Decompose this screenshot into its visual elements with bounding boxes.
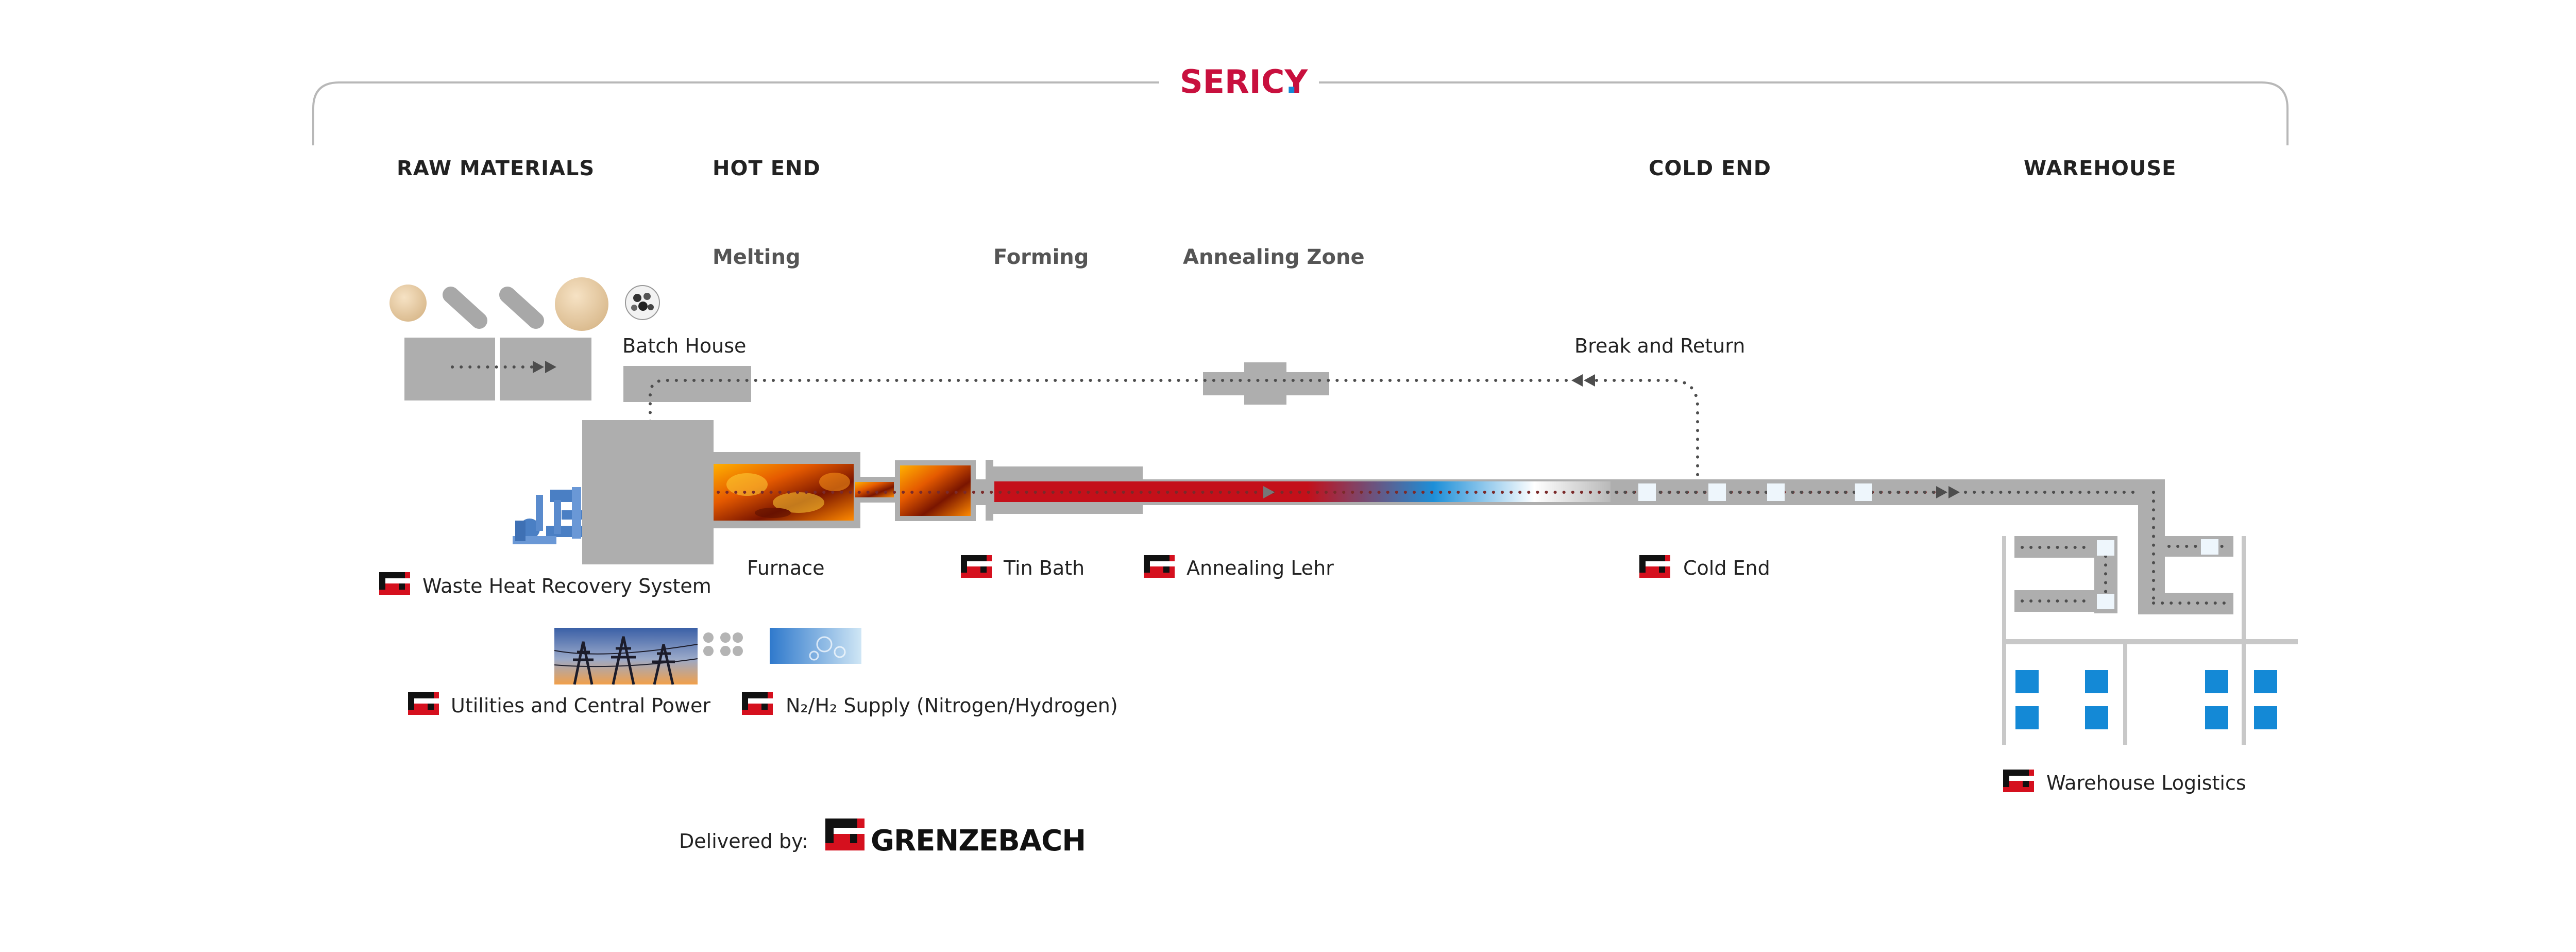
section-hot-end: HOT END bbox=[713, 157, 821, 180]
stage-melting: Melting bbox=[713, 245, 801, 269]
power-lines-icon bbox=[554, 628, 698, 685]
section-warehouse: WAREHOUSE bbox=[2024, 157, 2177, 180]
label-cold-end: Cold End bbox=[1683, 557, 1770, 579]
warehouse-plate-1 bbox=[2097, 540, 2114, 556]
gas-supply-icon bbox=[770, 628, 861, 664]
brand-dot: . bbox=[1285, 63, 1298, 101]
label-n2h2: N₂/H₂ Supply (Nitrogen/Hydrogen) bbox=[786, 694, 1118, 717]
brand-name: SERICY bbox=[1180, 63, 1308, 101]
flame-texture bbox=[726, 473, 850, 518]
label-furnace: Furnace bbox=[747, 557, 824, 579]
section-cold-end: COLD END bbox=[1649, 157, 1771, 180]
stage-annealing-zone: Annealing Zone bbox=[1183, 245, 1365, 269]
label-annealing-lehr: Annealing Lehr bbox=[1187, 557, 1334, 579]
grenzebach-logo-icon bbox=[1639, 555, 1670, 578]
grenzebach-logo-icon bbox=[1144, 555, 1175, 578]
company-name: GRENZEBACH bbox=[871, 824, 1086, 858]
annealing-upper-block bbox=[1244, 362, 1286, 405]
warehouse-storage bbox=[2002, 536, 2298, 745]
batch-house-conveyor bbox=[623, 366, 751, 402]
label-utilities: Utilities and Central Power bbox=[451, 694, 710, 717]
refiner-flame bbox=[900, 465, 971, 516]
grenzebach-logo-icon bbox=[742, 692, 773, 715]
warehouse-plate-3 bbox=[2201, 539, 2218, 555]
grenzebach-brand-logo: GRENZEBACH bbox=[825, 819, 1086, 858]
return-line-riser bbox=[1585, 379, 1699, 494]
label-batch-house: Batch House bbox=[622, 335, 746, 357]
section-raw-materials: RAW MATERIALS bbox=[397, 157, 595, 180]
label-warehouse-logistics: Warehouse Logistics bbox=[2046, 772, 2246, 794]
grenzebach-logo-icon bbox=[961, 555, 992, 578]
grenzebach-logo-icon bbox=[379, 572, 410, 595]
label-waste-heat: Waste Heat Recovery System bbox=[422, 575, 711, 597]
heat-recovery-icon bbox=[513, 487, 587, 544]
label-tin-bath: Tin Bath bbox=[1003, 557, 1084, 579]
warehouse-plate-2 bbox=[2097, 594, 2114, 609]
raw-material-icon bbox=[389, 277, 660, 331]
glass-plates bbox=[1638, 483, 1872, 501]
grenzebach-logo-icon bbox=[2003, 770, 2034, 792]
top-frame bbox=[312, 81, 2289, 145]
delivered-by-label: Delivered by: bbox=[679, 830, 808, 853]
furnace-throat-flame bbox=[855, 482, 894, 497]
furnace-body bbox=[582, 420, 714, 564]
pipeline-dots bbox=[703, 632, 743, 656]
grenzebach-logo-icon bbox=[408, 692, 439, 715]
batch-silo-1 bbox=[404, 338, 495, 400]
label-break-and-return: Break and Return bbox=[1574, 335, 1745, 357]
stage-forming: Forming bbox=[993, 245, 1089, 269]
